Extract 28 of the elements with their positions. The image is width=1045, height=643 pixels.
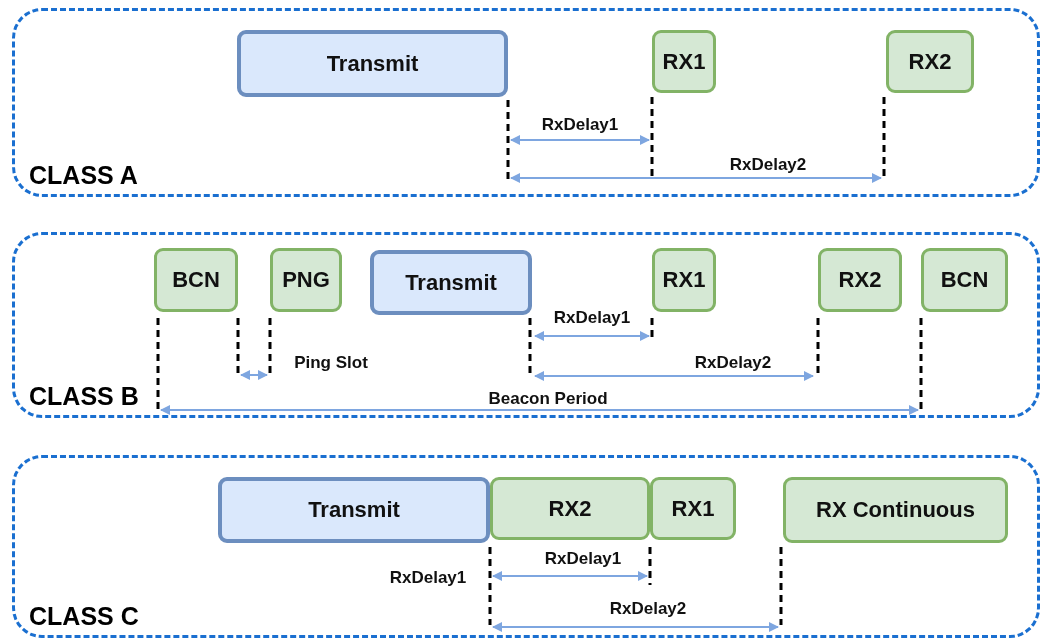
dashed-group-frame <box>12 8 1040 197</box>
dimension-label: RxDelay2 <box>694 353 772 373</box>
class-heading: CLASS C <box>29 602 139 631</box>
receive-window-box: BCN <box>154 248 238 312</box>
receive-window-box: RX1 <box>652 248 716 312</box>
transmit-box: Transmit <box>370 250 532 315</box>
receive-window-box: RX Continuous <box>783 477 1008 543</box>
dimension-label: RxDelay2 <box>729 155 807 175</box>
class-heading: CLASS A <box>29 161 138 190</box>
dimension-label: Beacon Period <box>488 389 608 409</box>
receive-window-box: RX2 <box>818 248 902 312</box>
receive-window-box: PNG <box>270 248 342 312</box>
receive-window-box: RX1 <box>650 477 736 540</box>
receive-window-box: RX1 <box>652 30 716 93</box>
dimension-label: RxDelay1 <box>389 568 467 588</box>
class-heading: CLASS B <box>29 382 139 411</box>
dimension-label: RxDelay2 <box>609 599 687 619</box>
dimension-label: Ping Slot <box>294 353 368 373</box>
dimension-label: RxDelay1 <box>541 115 619 135</box>
receive-window-box: BCN <box>921 248 1008 312</box>
dimension-label: RxDelay1 <box>553 308 631 328</box>
dimension-label: RxDelay1 <box>544 549 622 569</box>
transmit-box: Transmit <box>218 477 490 543</box>
transmit-box: Transmit <box>237 30 508 97</box>
dashed-group-frame <box>12 455 1040 638</box>
dashed-group-frame <box>12 232 1040 418</box>
receive-window-box: RX2 <box>490 477 650 540</box>
receive-window-box: RX2 <box>886 30 974 93</box>
